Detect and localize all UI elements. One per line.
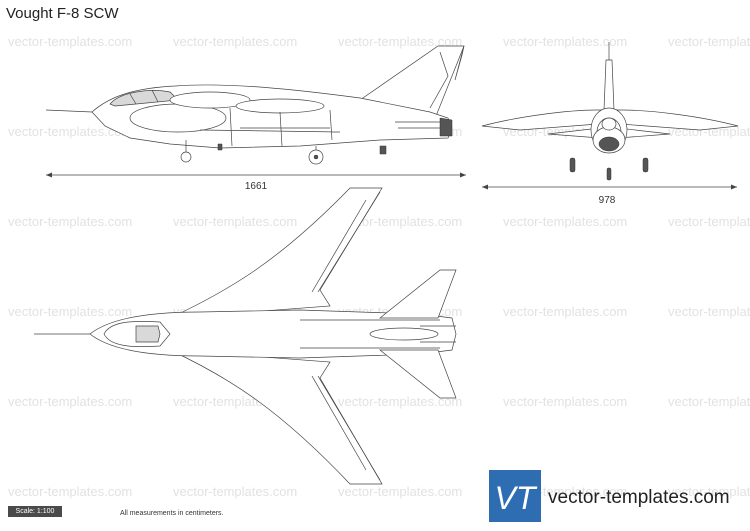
- watermark-text: vector-templates.com: [173, 214, 297, 229]
- watermark-text: vector-templates.com: [338, 484, 462, 499]
- watermark-text: vector-templates.com: [8, 34, 132, 49]
- watermark-text: vector-templates.com: [668, 34, 750, 49]
- front-view: [481, 42, 739, 181]
- watermark-text: vector-templates.com: [173, 34, 297, 49]
- watermark-text: vector-templates.com: [8, 124, 132, 139]
- length-dimension: 1661: [46, 172, 466, 192]
- watermark-text: vector-templates.com: [503, 214, 627, 229]
- watermark-text: vector-templates.com: [668, 304, 750, 319]
- watermark-text: vector-templates.com: [503, 34, 627, 49]
- watermark-text: vector-templates.com: [338, 34, 462, 49]
- logo-text: vector-templates.com: [548, 487, 730, 508]
- watermark-text: vector-templates.com: [338, 394, 462, 409]
- watermark-text: vector-templates.com: [8, 304, 132, 319]
- brand-logo: VT vector-templates.com: [489, 470, 730, 522]
- watermark-text: vector-templates.com: [8, 394, 132, 409]
- watermark-text: vector-templates.com: [668, 484, 750, 499]
- page-title: Vought F-8 SCW: [6, 5, 119, 22]
- watermark-text: vector-templates.com: [173, 484, 297, 499]
- measurement-note: All measurements in centimeters.: [120, 510, 224, 517]
- watermark-text: vector-templates.com: [503, 394, 627, 409]
- watermark-text: vector-templates.com: [503, 304, 627, 319]
- watermark-text: vector-templates.com: [8, 214, 132, 229]
- wingspan-value: 978: [599, 195, 616, 206]
- scale-badge: Scale: 1:100: [8, 506, 62, 517]
- top-view: [34, 187, 457, 485]
- watermark-text: vector-templates.com: [668, 394, 750, 409]
- length-value: 1661: [245, 181, 268, 192]
- watermark-text: vector-templates.com: [668, 214, 750, 229]
- side-view: [45, 45, 465, 165]
- watermark-text: vector-templates.com: [338, 214, 462, 229]
- logo-letters: VT: [495, 480, 538, 516]
- logo-badge: [489, 470, 541, 522]
- wingspan-dimension: 978: [482, 184, 737, 206]
- watermark-text: vector-templates.com: [8, 484, 132, 499]
